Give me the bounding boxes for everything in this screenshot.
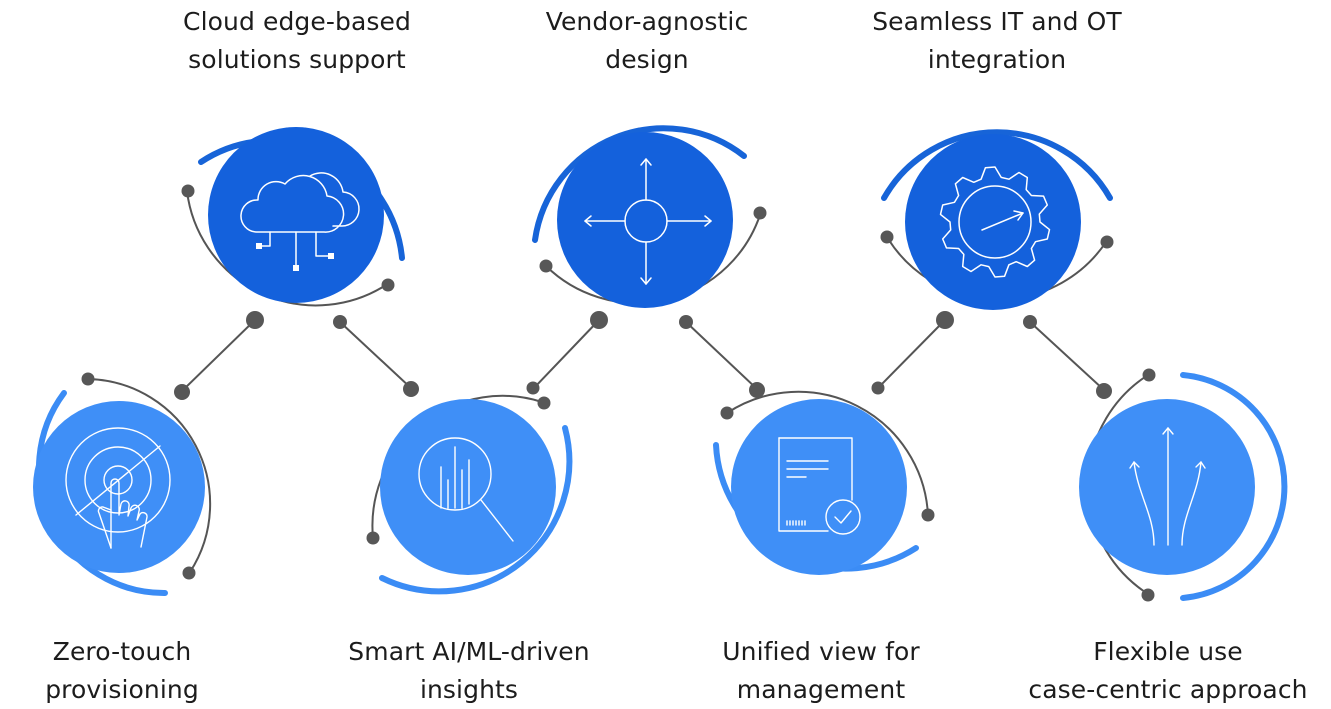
node-circle — [557, 132, 733, 308]
magnifier-chart-icon — [418, 437, 514, 542]
label-vendor: Vendor-agnostic design — [487, 3, 807, 79]
label-line: Flexible use — [1093, 637, 1243, 666]
connector-line — [339, 321, 413, 390]
connector-dot — [1141, 588, 1155, 602]
label-unified: Unified view for management — [661, 633, 981, 709]
connector-dot — [871, 381, 885, 395]
connector-dot — [181, 184, 195, 198]
connector-line — [1029, 321, 1105, 391]
label-zerotouch: Zero-touch provisioning — [0, 633, 282, 709]
outer-ring — [87, 378, 212, 573]
connector-dot — [182, 566, 196, 580]
label-flexible: Flexible use case-centric approach — [1008, 633, 1328, 709]
connector-dot — [537, 396, 551, 410]
connector-dot — [366, 531, 380, 545]
label-line: insights — [419, 675, 519, 704]
label-line: case-centric approach — [1028, 675, 1308, 704]
node-zerotouch — [33, 372, 212, 597]
connector-line — [877, 319, 946, 389]
label-line: Vendor-agnostic — [545, 7, 749, 36]
touch-target-icon — [65, 427, 171, 549]
node-circle — [1079, 399, 1255, 575]
label-line: solutions support — [188, 45, 406, 74]
node-circle — [905, 134, 1081, 310]
label-line: integration — [927, 45, 1067, 74]
connector-dot — [1100, 235, 1114, 249]
node-vendor — [532, 125, 767, 308]
connector-dot — [81, 372, 95, 386]
node-itot — [880, 129, 1114, 310]
connector-dot — [1096, 383, 1112, 399]
label-line: design — [605, 45, 689, 74]
connector-dot — [526, 381, 540, 395]
outer-ring — [726, 390, 929, 516]
label-line: Smart AI/ML-driven — [348, 637, 590, 666]
cloud-edge-icon — [240, 172, 360, 271]
gear-arrow-icon — [939, 166, 1051, 278]
arrows-cross-icon — [584, 158, 712, 285]
connector-dot — [381, 278, 395, 292]
connector-dot — [174, 384, 190, 400]
connector-dot — [590, 311, 608, 329]
connector-dot — [539, 259, 553, 273]
label-line: Unified view for — [722, 637, 920, 666]
junction-dots — [246, 311, 1037, 329]
connector-dot — [403, 381, 419, 397]
label-itot: Seamless IT and OT integration — [837, 3, 1157, 79]
connector-dot — [921, 508, 935, 522]
label-line: Zero-touch — [52, 637, 192, 666]
label-line: provisioning — [45, 675, 199, 704]
connector-line — [181, 319, 256, 392]
document-check-icon — [778, 437, 861, 535]
node-circle — [731, 399, 907, 575]
connector-dot — [749, 382, 765, 398]
accent-arc — [1180, 372, 1288, 601]
node-aiml — [366, 381, 573, 595]
label-line: Cloud edge-based — [183, 7, 411, 36]
connector-dot — [720, 406, 734, 420]
accent-arc — [881, 129, 1113, 201]
node-circle — [380, 399, 556, 575]
connector-lines — [181, 319, 1105, 392]
node-cloud — [181, 127, 405, 307]
connector-dot — [880, 230, 894, 244]
accent-arc — [379, 425, 573, 595]
label-cloud: Cloud edge-based solutions support — [137, 3, 457, 79]
connector-dot — [333, 315, 347, 329]
connector-dot — [936, 311, 954, 329]
connector-dot — [679, 315, 693, 329]
node-flexible — [1079, 368, 1288, 602]
connector-dot — [1142, 368, 1156, 382]
connector-line — [532, 319, 600, 390]
label-line: management — [736, 675, 906, 704]
connector-dot — [1023, 315, 1037, 329]
label-line: Seamless IT and OT — [872, 7, 1122, 36]
label-aiml: Smart AI/ML-driven insights — [309, 633, 629, 709]
branching-arrows-icon — [1129, 427, 1206, 546]
connector-line — [685, 321, 758, 390]
connector-dot — [753, 206, 767, 220]
node-circle — [208, 127, 384, 303]
node-unified — [713, 381, 935, 575]
connector-dot — [246, 311, 264, 329]
